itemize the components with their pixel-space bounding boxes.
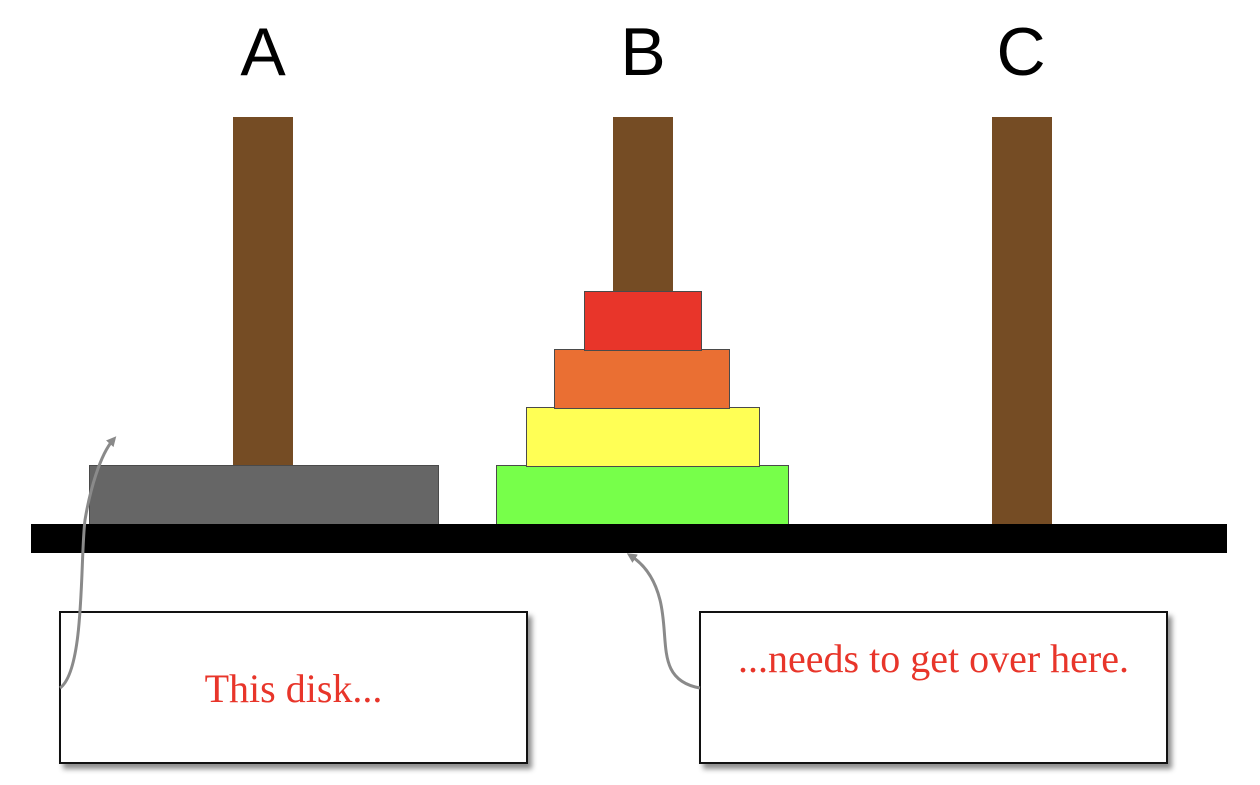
base-platform — [31, 524, 1227, 553]
peg-a — [233, 117, 293, 467]
callout-box-right: ...needs to get over here. — [699, 611, 1168, 764]
arrow-left-to-disk — [58, 436, 117, 690]
peg-label-c: C — [996, 14, 1046, 90]
peg-label-a: A — [240, 14, 286, 90]
peg-b — [613, 117, 673, 295]
peg-label-b: B — [620, 14, 666, 90]
arrow-right-to-base — [626, 553, 701, 690]
disk-yellow — [526, 407, 760, 467]
disk-orange — [554, 349, 730, 409]
callout-text-left: This disk... — [204, 666, 383, 711]
callout-text-right: ...needs to get over here. — [738, 636, 1129, 681]
peg-c — [992, 117, 1052, 525]
disk-red — [584, 291, 702, 351]
